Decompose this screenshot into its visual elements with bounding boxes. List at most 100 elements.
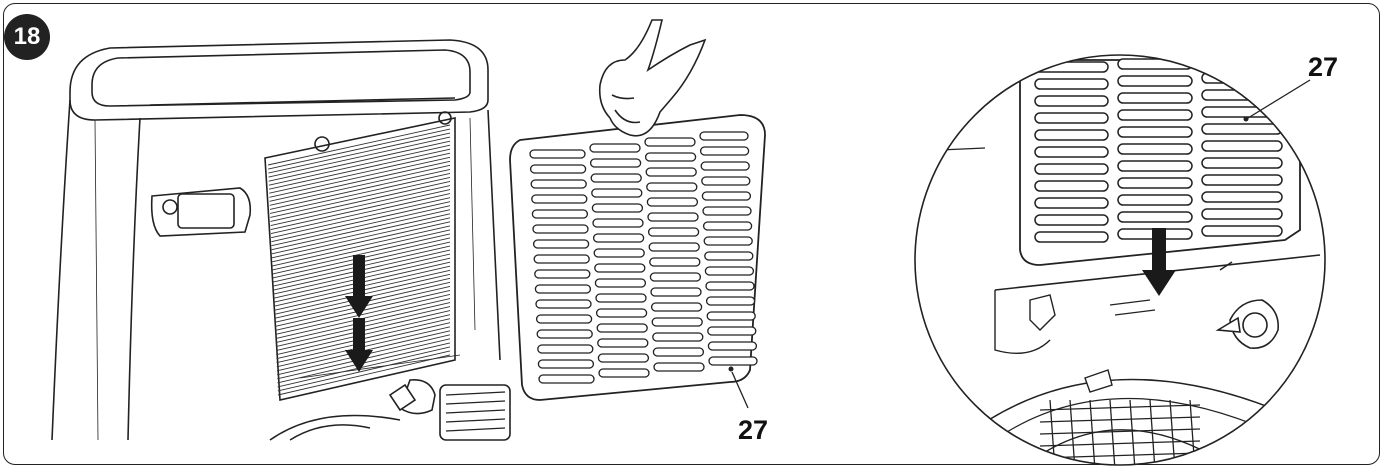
grille-slot bbox=[592, 218, 644, 228]
grille-slot bbox=[592, 233, 645, 243]
grille-slot bbox=[537, 344, 594, 354]
grille-slot bbox=[645, 167, 697, 177]
zoom-detail bbox=[915, 55, 1325, 465]
grille-slot bbox=[532, 224, 589, 234]
grille-slot bbox=[529, 149, 586, 159]
mesh-line bbox=[269, 164, 451, 206]
mesh-line bbox=[271, 205, 451, 247]
mesh-line bbox=[277, 346, 451, 388]
zoom-vent-line bbox=[1039, 428, 1201, 435]
grille-slot bbox=[648, 242, 700, 252]
grille-slot bbox=[701, 191, 752, 201]
grille-slot bbox=[702, 206, 752, 216]
grille-slot bbox=[590, 173, 642, 183]
zoom-grille-slot bbox=[1034, 112, 1109, 124]
zoom-grille-slot bbox=[1201, 123, 1283, 135]
zoom-grille-slot bbox=[1117, 194, 1193, 206]
grille-slot bbox=[704, 266, 755, 276]
zoom-grille-slot bbox=[1034, 180, 1109, 192]
grille-slot bbox=[644, 152, 697, 162]
zoom-grille-slot bbox=[1117, 109, 1193, 121]
grille-slot bbox=[646, 182, 698, 192]
grille-slot bbox=[707, 326, 757, 336]
grille-slot bbox=[591, 203, 644, 213]
zoom-vent-line bbox=[1109, 399, 1116, 465]
zoom-circle bbox=[914, 54, 1326, 466]
zoom-grille-slot bbox=[1201, 191, 1283, 203]
grille-slot bbox=[649, 257, 701, 267]
zoom-grille-slot bbox=[1117, 92, 1193, 104]
zoom-grille-slot bbox=[1034, 146, 1109, 158]
zoom-vent-line bbox=[1039, 416, 1201, 423]
zoom-grille-slot bbox=[1034, 197, 1109, 209]
zoom-grille-slot bbox=[1201, 208, 1283, 220]
mesh-line bbox=[271, 197, 451, 239]
zoom-vent-line bbox=[1039, 404, 1201, 411]
grille-slot bbox=[596, 323, 648, 333]
grille-slot bbox=[708, 356, 758, 366]
grille-slots bbox=[529, 131, 758, 384]
grille-slot bbox=[649, 272, 702, 282]
grille-slot bbox=[705, 296, 756, 306]
zoom-grille-slot bbox=[1034, 78, 1109, 90]
mesh-line bbox=[270, 172, 451, 214]
mesh-line bbox=[277, 354, 451, 396]
part-number-label-left: 27 bbox=[738, 415, 769, 445]
zoom-grille-slot bbox=[1117, 75, 1193, 87]
zoom-grille-slot bbox=[1201, 106, 1283, 118]
mesh-line bbox=[272, 229, 451, 271]
grille-slot bbox=[532, 239, 590, 249]
grille-slot bbox=[652, 347, 705, 357]
down-arrows bbox=[345, 255, 373, 372]
zoom-grille-slot bbox=[1201, 174, 1283, 186]
grille-slot bbox=[706, 311, 756, 321]
zoom-vent-line bbox=[1069, 399, 1076, 465]
grille-slot bbox=[536, 329, 593, 339]
zoom-grille-slot bbox=[1034, 61, 1109, 73]
vent-line bbox=[445, 400, 506, 405]
mesh-line bbox=[270, 177, 451, 218]
zoom-vent-line bbox=[1129, 399, 1136, 465]
grille-slot bbox=[534, 284, 592, 294]
grille-slot bbox=[593, 248, 645, 258]
grille-slot bbox=[703, 236, 753, 246]
zoom-down-arrow bbox=[1142, 228, 1176, 296]
mesh-line bbox=[268, 144, 451, 186]
mesh-line bbox=[269, 156, 451, 198]
hand-illustration bbox=[598, 19, 707, 137]
step-number-badge: 18 bbox=[4, 14, 50, 60]
mesh-line bbox=[271, 217, 451, 259]
zoom-grille-slot bbox=[1034, 95, 1109, 107]
mesh-line bbox=[272, 225, 451, 267]
mesh-line bbox=[277, 350, 451, 392]
grille-slot bbox=[530, 179, 587, 189]
mesh-line bbox=[271, 209, 451, 251]
zoom-grille-slot bbox=[1034, 129, 1109, 141]
grille-slot bbox=[651, 317, 703, 327]
zoom-grille-slot bbox=[1201, 55, 1283, 67]
grille-slot bbox=[647, 227, 700, 237]
zoom-grille-slot bbox=[1117, 211, 1193, 223]
zoom-grille-slot bbox=[1034, 163, 1109, 175]
grille-slot bbox=[650, 302, 703, 312]
grille-slot bbox=[598, 368, 650, 378]
mesh-line bbox=[267, 124, 451, 166]
mesh-line bbox=[272, 221, 451, 263]
grille-slot bbox=[595, 293, 647, 303]
vent-line bbox=[445, 391, 506, 396]
grille-slot bbox=[591, 188, 643, 198]
zoom-grille-slot bbox=[1117, 126, 1193, 138]
mesh-line bbox=[270, 193, 451, 235]
callout-leader-zoom bbox=[1247, 79, 1311, 119]
grille-slot bbox=[705, 281, 755, 291]
mesh-line bbox=[271, 213, 451, 255]
grille-slot bbox=[597, 353, 650, 363]
callout-leader-left bbox=[731, 371, 749, 409]
mesh-line bbox=[268, 148, 451, 190]
grille-slot bbox=[702, 221, 753, 231]
grille-slot bbox=[595, 308, 648, 318]
grille-slot bbox=[647, 212, 699, 222]
zoom-grille-slot bbox=[1201, 140, 1283, 152]
grille-slot bbox=[653, 362, 705, 372]
